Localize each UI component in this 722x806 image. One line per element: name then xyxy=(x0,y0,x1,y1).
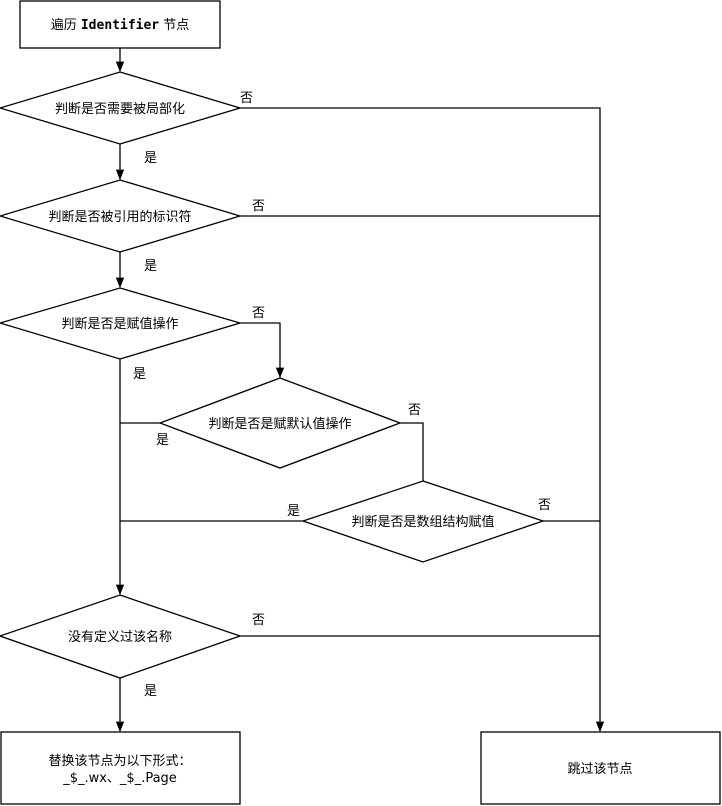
decision-default-assignment-label: 判断是否是赋默认值操作 xyxy=(208,416,351,432)
label-d1-yes: 是 xyxy=(144,151,157,166)
decision-localize: 判断是否需要被局部化 xyxy=(0,71,243,145)
label-d6-no: 否 xyxy=(252,613,265,628)
label-d2-no: 否 xyxy=(252,199,265,214)
decision-array-destructuring: 判断是否是数组结构赋值 xyxy=(300,480,546,563)
label-d5-yes: 是 xyxy=(287,504,300,519)
start-node: 遍历 Identifier 节点 xyxy=(19,0,221,49)
label-d4-no: 否 xyxy=(408,403,421,418)
decision-not-defined: 没有定义过该名称 xyxy=(0,594,242,679)
decision-array-destructuring-label: 判断是否是数组结构赋值 xyxy=(351,514,494,530)
decision-assignment: 判断是否是赋值操作 xyxy=(0,287,243,360)
skip-node: 跳过该节点 xyxy=(480,731,721,805)
replace-node-line1: 替换该节点为以下形式： xyxy=(48,754,191,769)
decision-localize-label: 判断是否需要被局部化 xyxy=(55,102,185,117)
decision-referenced-identifier: 判断是否被引用的标识符 xyxy=(0,179,243,253)
decision-referenced-identifier-label: 判断是否被引用的标识符 xyxy=(48,209,191,225)
replace-node: 替换该节点为以下形式： _$_.wx、_$_.Page xyxy=(0,731,241,805)
decision-assignment-label: 判断是否是赋值操作 xyxy=(61,316,178,332)
edge-labels: 否 是 否 是 否 是 是 否 是 否 否 是 xyxy=(133,91,551,699)
label-d3-no: 否 xyxy=(252,306,265,321)
skip-node-label: 跳过该节点 xyxy=(567,762,632,777)
label-d4-yes: 是 xyxy=(156,433,169,448)
start-node-label: 遍历 Identifier 节点 xyxy=(51,17,190,33)
label-d2-yes: 是 xyxy=(144,259,157,274)
edges xyxy=(115,48,605,733)
label-d5-no: 否 xyxy=(538,498,551,513)
edge-d4-d5 xyxy=(400,422,424,481)
label-d3-yes: 是 xyxy=(133,367,146,382)
edge-d1-skip xyxy=(240,107,605,733)
decision-not-defined-label: 没有定义过该名称 xyxy=(68,629,172,645)
label-d1-no: 否 xyxy=(240,91,253,106)
label-d6-yes: 是 xyxy=(144,684,157,699)
edge-d3-d4 xyxy=(240,322,285,379)
decision-default-assignment: 判断是否是赋默认值操作 xyxy=(158,377,402,469)
replace-node-line2: _$_.wx、_$_.Page xyxy=(62,771,177,786)
